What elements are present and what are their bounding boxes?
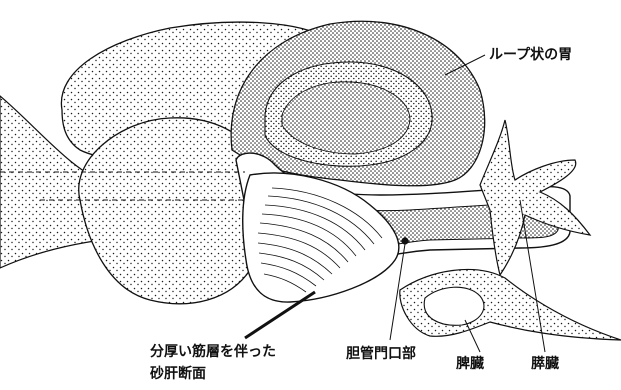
label-loop-stomach: ループ状の胃	[489, 47, 572, 64]
label-pancreas: 膵臓	[531, 356, 559, 373]
label-spleen: 脾臓	[456, 356, 484, 373]
label-gizzard-line2: 砂肝断面	[150, 366, 206, 383]
spleen-shape	[424, 287, 484, 325]
label-gizzard-line1: 分厚い筋層を伴った	[150, 344, 276, 361]
bile-duct-dot	[401, 237, 408, 244]
label-bile-duct-opening: 胆管門口部	[346, 346, 416, 363]
gizzard-shape	[243, 173, 399, 302]
right-branch-shape	[480, 120, 590, 275]
